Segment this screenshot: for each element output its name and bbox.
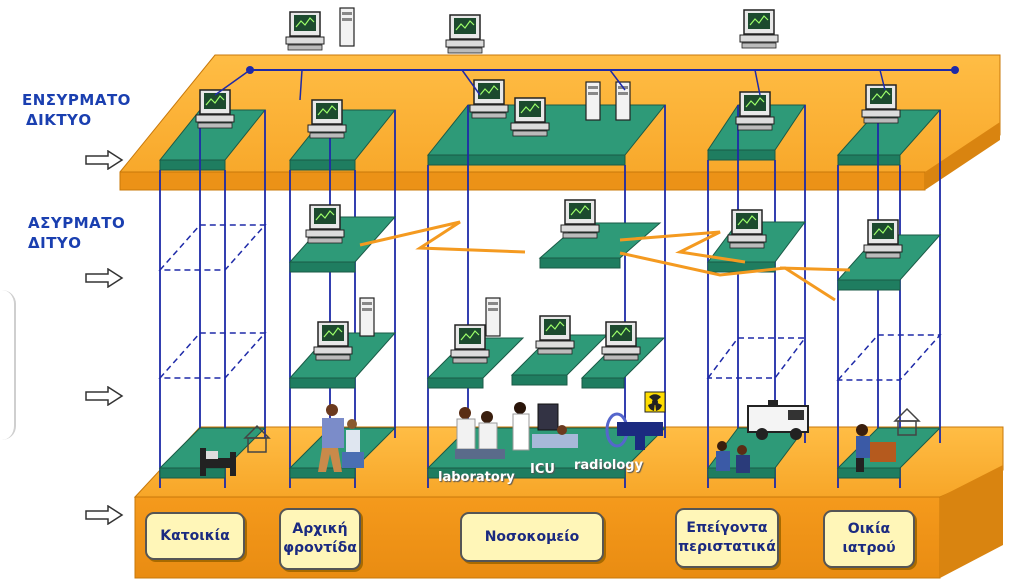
column-hospital-ground-floor-edge (427, 467, 626, 479)
computer-icon (727, 209, 767, 249)
server-tower-icon (359, 297, 375, 337)
floor-shelf (706, 337, 807, 379)
wireless-link (779, 266, 851, 272)
location-emergency-label: Επείγοντα περιστατικά (675, 508, 779, 568)
computer-icon (445, 14, 485, 54)
level-arrow-icon (85, 150, 124, 170)
network-drop-line (214, 69, 251, 96)
icu-staff-icon (512, 402, 578, 451)
wireless-links (359, 220, 851, 302)
computer-icon (861, 84, 901, 124)
floor-shelf (836, 334, 942, 381)
floor-shelf-edge (581, 377, 625, 389)
level-arrow-icon (85, 386, 124, 406)
computer-icon (195, 89, 235, 129)
emergency-staff-icon (716, 441, 750, 473)
radiation-icon (644, 391, 666, 413)
column-doctor-home-ground-floor-edge (837, 467, 901, 479)
floor-shelf-edge (289, 261, 356, 273)
radiology-label: radiology (574, 458, 644, 473)
computer-icon (313, 321, 353, 361)
bed-icon (200, 448, 236, 476)
left-decoration (0, 290, 16, 440)
column-emergency-top-floor-edge (707, 149, 776, 161)
column-doctor-home-top-floor-edge (837, 154, 901, 166)
ground-scenes (200, 391, 921, 476)
icu-label: ICU (530, 462, 555, 477)
server-tower-icon (485, 297, 501, 337)
medical-staff-icon (318, 404, 364, 472)
computer-icon (510, 97, 550, 137)
doctor-at-desk-icon (856, 424, 896, 472)
computer-icon (469, 79, 509, 119)
floor-shelf-edge (539, 257, 621, 269)
computer-icon (863, 219, 903, 259)
floor-shelf (158, 224, 267, 271)
computer-icon (535, 315, 575, 355)
radiology-scanner-icon (605, 412, 663, 450)
network-drop-line (461, 69, 481, 96)
wireless-network-label-line1: ΑΣΥΡΜΑΤΟ (28, 214, 126, 232)
ambulance-icon (747, 400, 809, 440)
house-icon (243, 424, 271, 453)
level-arrow-icon (85, 505, 124, 525)
column-home-top-floor-edge (159, 159, 226, 171)
floor-shelf-edge (511, 374, 568, 386)
computer-icon (305, 204, 345, 244)
column-hospital-top-floor-edge (427, 154, 626, 166)
location-primary-care-label: Αρχική φροντίδα (279, 508, 361, 570)
laboratory-label: laboratory (438, 470, 515, 485)
house-icon (893, 407, 921, 436)
computer-icon (739, 9, 779, 49)
computer-icon (560, 199, 600, 239)
column-primary-care-top-floor-edge (289, 159, 356, 171)
server-tower-icon (339, 7, 355, 47)
floor-shelf-edge (837, 279, 901, 291)
floor-shelf (158, 332, 267, 379)
wireless-link (619, 251, 836, 302)
wired-network-label-line1: ΕΝΣΥΡΜΑΤΟ (22, 91, 131, 109)
floor-shelf-edge (427, 377, 484, 389)
network-drop-line (879, 69, 886, 91)
floor-shelf (538, 222, 662, 259)
wired-network-label-line2: ΔΙΚΤΥΟ (26, 111, 92, 129)
network-drop-line (299, 69, 303, 101)
floor-shelf-edge (289, 377, 356, 389)
column-home-ground-floor-edge (159, 467, 226, 479)
devices (195, 7, 903, 364)
wireless-network-label-line2: ΔΙΤΥΟ (28, 234, 82, 252)
network-drop-line (609, 69, 626, 91)
column-home (158, 109, 267, 488)
wireless-link (359, 220, 526, 254)
computer-icon (307, 99, 347, 139)
computer-icon (450, 324, 490, 364)
computer-icon (285, 11, 325, 51)
wireless-link (619, 230, 746, 264)
server-tower-icon (585, 81, 601, 121)
laboratory-staff-icon (455, 407, 505, 459)
computer-icon (601, 321, 641, 361)
location-home-label: Κατοικία (145, 512, 245, 560)
network-drop-line (754, 69, 761, 96)
location-doctor-home-label: Οικία ιατρού (823, 510, 915, 568)
computer-icon (735, 91, 775, 131)
location-hospital-label: Νοσοκομείο (460, 512, 604, 562)
level-arrow-icon (85, 268, 124, 288)
wireless-network-label: ΑΣΥΡΜΑΤΟ ΔΙΤΥΟ (22, 213, 162, 253)
server-tower-icon (615, 81, 631, 121)
wired-network-label: ΕΝΣΥΡΜΑΤΟ ΔΙΚΤΥΟ (22, 90, 162, 130)
